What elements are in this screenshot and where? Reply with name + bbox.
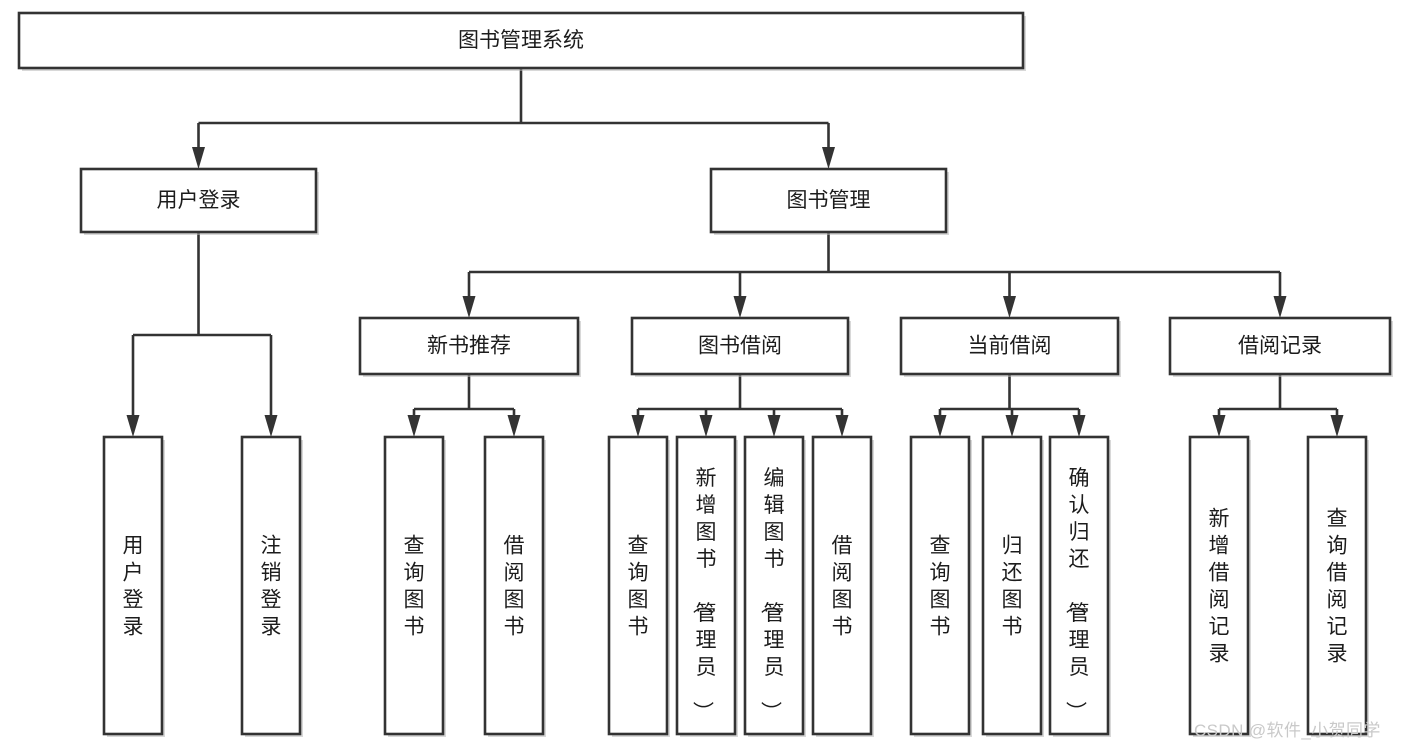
arrow-head-icon <box>631 415 645 437</box>
node-box[interactable] <box>981 435 1043 736</box>
edge-group-root <box>192 68 835 169</box>
node-label: 借阅图书 <box>832 535 853 639</box>
node-label: 借阅图书 <box>504 535 525 639</box>
node-label: 图书管理系统 <box>458 29 584 52</box>
arrow-head-icon <box>1273 296 1287 318</box>
node-box[interactable] <box>675 435 737 736</box>
arrow-head-icon <box>407 415 421 437</box>
node-label: 图书管理 <box>787 189 871 212</box>
node-layer: 图书管理系统用户登录图书管理新书推荐图书借阅当前借阅借阅记录用户登录注销登录查询… <box>17 11 1393 737</box>
node-leaf-return-book[interactable]: 归还图书 <box>981 435 1044 737</box>
node-box[interactable] <box>102 435 164 736</box>
node-label: 当前借阅 <box>968 335 1052 358</box>
node-label: 查询图书 <box>930 535 951 639</box>
node-label: 图书借阅 <box>698 335 782 358</box>
node-label: 确认归还（管理员） <box>1064 467 1090 722</box>
node-new-book-rec[interactable]: 新书推荐 <box>358 316 581 377</box>
node-label: 编辑图书（管理员） <box>759 467 785 722</box>
node-box[interactable] <box>1048 435 1110 736</box>
node-label: 新增借阅记录 <box>1209 508 1230 666</box>
edge-group-book-borrow <box>631 374 849 437</box>
node-box[interactable] <box>79 167 318 234</box>
node-box[interactable] <box>1188 435 1250 736</box>
node-label: 借阅记录 <box>1238 335 1322 358</box>
node-box[interactable] <box>483 435 545 736</box>
arrow-head-icon <box>192 147 205 169</box>
node-current-borrow[interactable]: 当前借阅 <box>899 316 1121 377</box>
node-label: 归还图书 <box>1002 535 1023 639</box>
arrow-head-icon <box>933 415 947 437</box>
node-box[interactable] <box>240 435 302 736</box>
node-label: 用户登录 <box>123 535 144 639</box>
arrow-head-icon <box>1003 296 1016 318</box>
node-label: 用户登录 <box>157 189 241 212</box>
arrow-head-icon <box>1072 415 1086 437</box>
edge-group-current-borrow <box>933 374 1086 437</box>
csdn-watermark: CSDN @软件_小贺同学 <box>1194 721 1381 740</box>
arrow-head-icon <box>1330 415 1344 437</box>
node-root[interactable]: 图书管理系统 <box>17 11 1026 71</box>
edge-group-book-manage <box>462 232 1287 318</box>
arrow-head-icon <box>1005 415 1019 437</box>
edge-group-borrow-record <box>1212 374 1344 437</box>
arrow-head-icon <box>835 415 849 437</box>
node-book-borrow[interactable]: 图书借阅 <box>630 316 851 377</box>
node-leaf-query-book-1[interactable]: 查询图书 <box>383 435 446 737</box>
node-box[interactable] <box>630 316 850 376</box>
node-box[interactable] <box>909 435 971 736</box>
node-box[interactable] <box>709 167 948 234</box>
node-leaf-borrow-book-2[interactable]: 借阅图书 <box>811 435 874 737</box>
arrow-head-icon <box>733 296 747 318</box>
arrow-head-icon <box>264 415 278 437</box>
arrow-head-icon <box>767 415 781 437</box>
node-label: 查询图书 <box>404 535 425 639</box>
node-leaf-borrow-book-1[interactable]: 借阅图书 <box>483 435 546 737</box>
node-leaf-logout[interactable]: 注销登录 <box>240 435 303 737</box>
arrow-head-icon <box>507 415 521 437</box>
node-box[interactable] <box>607 435 669 736</box>
node-label: 查询借阅记录 <box>1327 508 1348 666</box>
node-leaf-confirm-return[interactable]: 确认归还（管理员） <box>1048 435 1111 737</box>
arrow-head-icon <box>126 415 140 437</box>
arrow-head-icon <box>699 415 713 437</box>
arrow-head-icon <box>462 296 476 318</box>
node-box[interactable] <box>383 435 445 736</box>
arrow-head-icon <box>1212 415 1226 437</box>
connector-layer <box>126 68 1344 437</box>
node-leaf-query-book-3[interactable]: 查询图书 <box>909 435 972 737</box>
node-box[interactable] <box>743 435 805 736</box>
node-box[interactable] <box>358 316 580 376</box>
node-user-login[interactable]: 用户登录 <box>79 167 319 235</box>
node-label: 查询图书 <box>628 535 649 639</box>
node-box[interactable] <box>811 435 873 736</box>
node-leaf-user-login[interactable]: 用户登录 <box>102 435 165 737</box>
node-book-manage[interactable]: 图书管理 <box>709 167 949 235</box>
node-label: 新增图书（管理员） <box>691 467 717 722</box>
edge-group-user-login <box>126 232 278 437</box>
node-box[interactable] <box>1168 316 1392 376</box>
node-label: 注销登录 <box>261 535 282 639</box>
node-box[interactable] <box>899 316 1120 376</box>
node-box[interactable] <box>1306 435 1368 736</box>
node-leaf-add-record[interactable]: 新增借阅记录 <box>1188 435 1251 737</box>
node-borrow-record[interactable]: 借阅记录 <box>1168 316 1393 377</box>
node-leaf-edit-book[interactable]: 编辑图书（管理员） <box>743 435 806 737</box>
arrow-head-icon <box>822 147 835 169</box>
node-label: 新书推荐 <box>427 335 511 358</box>
node-leaf-query-record[interactable]: 查询借阅记录 <box>1306 435 1369 737</box>
edge-group-new-book-rec <box>407 374 521 437</box>
node-box[interactable] <box>17 11 1025 70</box>
node-leaf-query-book-2[interactable]: 查询图书 <box>607 435 670 737</box>
node-leaf-add-book[interactable]: 新增图书（管理员） <box>675 435 738 737</box>
